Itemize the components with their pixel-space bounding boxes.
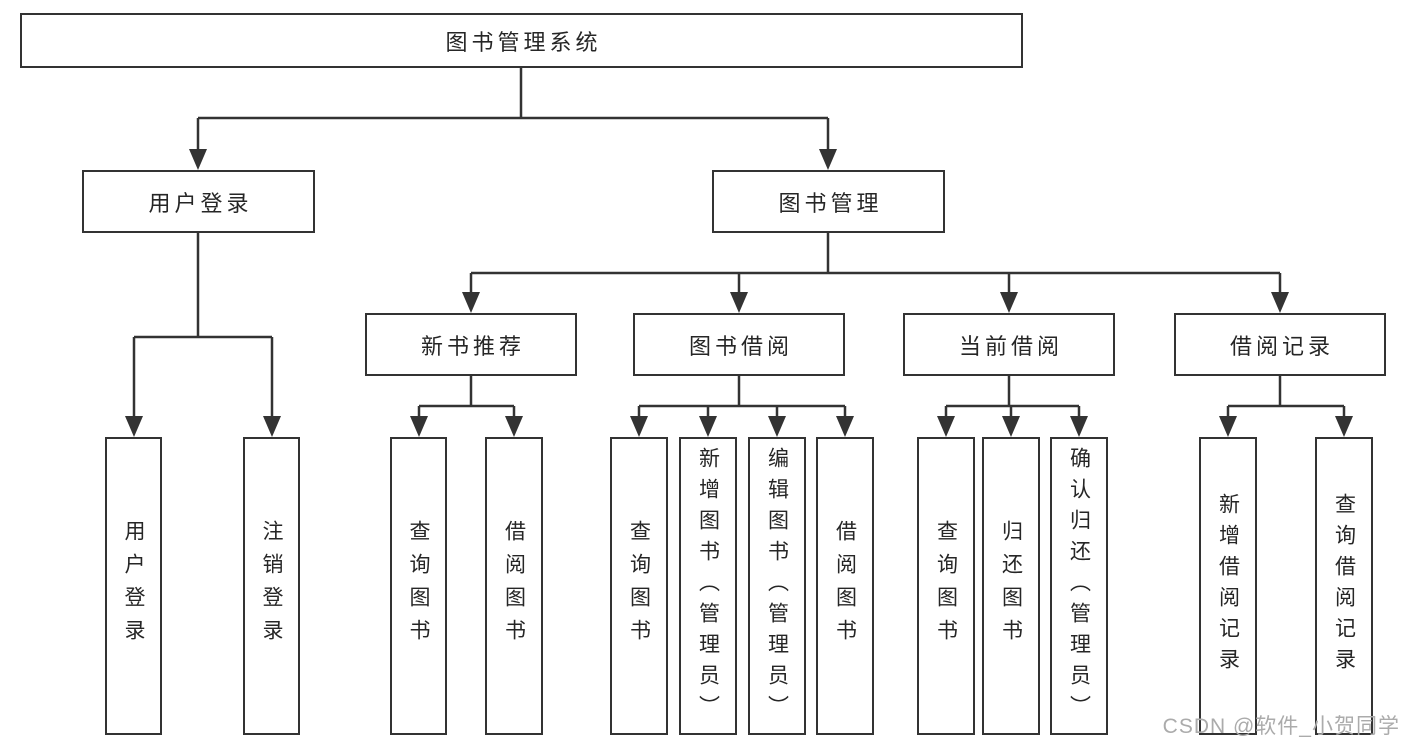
node-book-borrowing: 图书借阅 [633,313,845,376]
leaf-confirm-return-admin-label: 确认归还（管理员） [1067,446,1091,726]
node-current-borrowing-label: 当前借阅 [958,333,1063,359]
leaf-borrow-books-borrowing: 借阅图书 [816,437,874,735]
leaf-confirm-return-admin: 确认归还（管理员） [1050,437,1108,735]
leaf-add-borrow-record: 新增借阅记录 [1199,437,1257,735]
leaf-borrow-books-borrowing-label: 借阅图书 [833,520,857,652]
leaf-edit-book-admin: 编辑图书（管理员） [748,437,806,735]
leaf-add-borrow-record-label: 新增借阅记录 [1216,493,1240,679]
watermark: CSDN @软件_小贺同学 [1162,715,1400,738]
leaf-query-books-recommend: 查询图书 [390,437,447,735]
leaf-borrow-books-recommend: 借阅图书 [485,437,543,735]
leaf-logout: 注销登录 [243,437,300,735]
leaf-borrow-books-recommend-label: 借阅图书 [502,520,526,652]
node-book-management-label: 图书管理 [778,190,883,216]
node-borrow-records: 借阅记录 [1174,313,1386,376]
node-current-borrowing: 当前借阅 [903,313,1115,376]
node-user-login: 用户登录 [82,170,315,233]
node-root: 图书管理系统 [20,13,1023,68]
leaf-return-books-label: 归还图书 [999,520,1023,652]
leaf-query-books-borrowing: 查询图书 [610,437,668,735]
leaf-query-books-borrowing-label: 查询图书 [627,520,651,652]
node-user-login-label: 用户登录 [148,190,253,216]
node-new-book-recommend-label: 新书推荐 [420,333,525,359]
leaf-add-book-admin: 新增图书（管理员） [679,437,737,735]
leaf-edit-book-admin-label: 编辑图书（管理员） [765,446,789,726]
leaf-query-borrow-record-label: 查询借阅记录 [1332,493,1356,679]
leaf-add-book-admin-label: 新增图书（管理员） [696,446,720,726]
node-book-borrowing-label: 图书借阅 [688,333,793,359]
leaf-query-books-current: 查询图书 [917,437,975,735]
node-borrow-records-label: 借阅记录 [1229,333,1334,359]
leaf-logout-label: 注销登录 [260,520,283,652]
node-book-management: 图书管理 [712,170,945,233]
node-new-book-recommend: 新书推荐 [365,313,577,376]
leaf-query-borrow-record: 查询借阅记录 [1315,437,1373,735]
leaf-user-login-label: 用户登录 [122,520,145,652]
leaf-query-books-current-label: 查询图书 [934,520,958,652]
node-root-label: 图书管理系统 [445,29,602,55]
leaf-user-login: 用户登录 [105,437,162,735]
leaf-query-books-recommend-label: 查询图书 [407,520,430,652]
leaf-return-books: 归还图书 [982,437,1040,735]
